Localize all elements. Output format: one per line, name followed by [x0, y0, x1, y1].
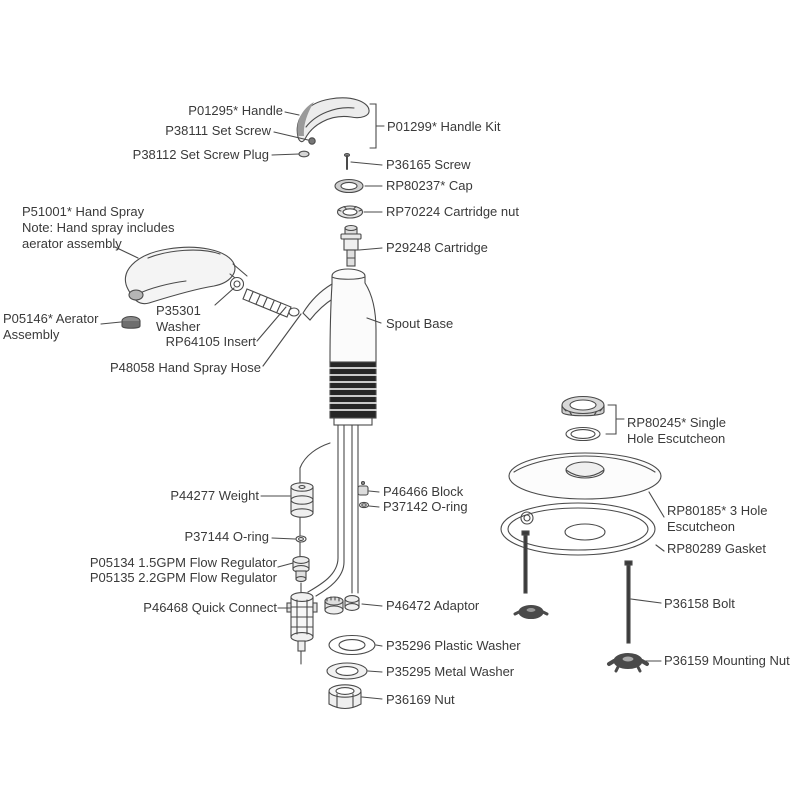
flow-regulator-drawing — [292, 556, 310, 582]
part-label-o-ring: P37144 O-ring — [184, 529, 269, 544]
part-label-flow-regulator-15: P05134 1.5GPM Flow Regulator — [89, 555, 277, 570]
spout-base-drawing — [302, 268, 377, 426]
cap-drawing — [334, 178, 364, 194]
nut-drawing — [328, 684, 362, 710]
part-label-three-hole-escutcheon: RP80185* 3 Hole Escutcheon — [667, 503, 768, 534]
part-label-spout-base: Spout Base — [386, 316, 454, 331]
gasket-drawing — [500, 502, 656, 556]
part-label-o-ring-small: P37142 O-ring — [383, 499, 468, 514]
part-label-flow-regulator-22: P05135 2.2GPM Flow Regulator — [89, 570, 277, 585]
part-label-gasket: RP80289 Gasket — [667, 541, 767, 556]
part-label-nut: P36169 Nut — [386, 692, 455, 707]
part-label-quick-connect: P46468 Quick Connect — [143, 600, 277, 615]
hand-spray-drawing — [124, 246, 248, 305]
part-label-screw: P36165 Screw — [386, 157, 471, 172]
part-label-bolt: P36158 Bolt — [664, 596, 735, 611]
hand-spray-note: Note: Hand spray includes aerator assemb… — [22, 220, 175, 251]
part-label-single-hole-escutcheon: RP80245* Single Hole Escutcheon — [627, 415, 727, 446]
handle-drawing — [296, 97, 370, 143]
part-label-hand-spray: P51001* Hand Spray — [22, 204, 145, 219]
adaptor-drawing — [324, 595, 360, 615]
insert-drawing — [242, 288, 300, 318]
screw-drawing — [343, 152, 351, 170]
leader-lines — [100, 111, 665, 700]
mounting-nut-drawing — [513, 604, 649, 673]
part-label-aerator-assembly: P05146* Aerator Assembly — [3, 311, 99, 342]
metal-washer-drawing — [326, 662, 368, 680]
part-label-set-screw-plug: P38112 Set Screw Plug — [132, 147, 269, 162]
part-label-cap: RP80237* Cap — [386, 178, 473, 193]
single-hole-escutcheon-drawing — [561, 395, 625, 442]
weight-drawing — [290, 482, 314, 518]
part-label-plastic-washer: P35296 Plastic Washer — [386, 638, 521, 653]
set-screw-drawing — [298, 137, 316, 158]
cartridge-drawing — [340, 224, 362, 267]
part-label-weight: P44277 Weight — [170, 488, 259, 503]
block-drawing — [357, 480, 370, 509]
part-label-handle-kit: P01299* Handle Kit — [387, 119, 501, 134]
part-label-cartridge-nut: RP70224 Cartridge nut — [386, 204, 519, 219]
cartridge-nut-drawing — [336, 205, 364, 219]
part-label-adaptor: P46472 Adaptor — [386, 598, 480, 613]
part-label-insert: RP64105 Insert — [165, 334, 256, 349]
part-label-set-screw: P38111 Set Screw — [165, 123, 271, 138]
washer-drawing — [229, 276, 245, 292]
supply-tubes-drawing — [299, 424, 359, 665]
bolt-drawing — [521, 530, 633, 644]
part-label-mounting-nut: P36159 Mounting Nut — [664, 653, 790, 668]
aerator-assembly-drawing — [121, 315, 141, 329]
part-label-cartridge: P29248 Cartridge — [386, 240, 488, 255]
part-label-washer: P35301 Washer — [156, 303, 201, 334]
handle-kit-bracket — [369, 103, 385, 149]
part-label-metal-washer: P35295 Metal Washer — [386, 664, 515, 679]
plastic-washer-drawing — [328, 634, 376, 656]
part-label-handle: P01295* Handle — [188, 103, 283, 118]
three-hole-escutcheon-drawing — [508, 452, 662, 500]
o-ring-drawing — [295, 535, 307, 543]
part-label-hand-spray-hose: P48058 Hand Spray Hose — [109, 360, 261, 375]
part-label-block: P46466 Block — [383, 484, 464, 499]
quick-connect-drawing — [286, 592, 318, 652]
